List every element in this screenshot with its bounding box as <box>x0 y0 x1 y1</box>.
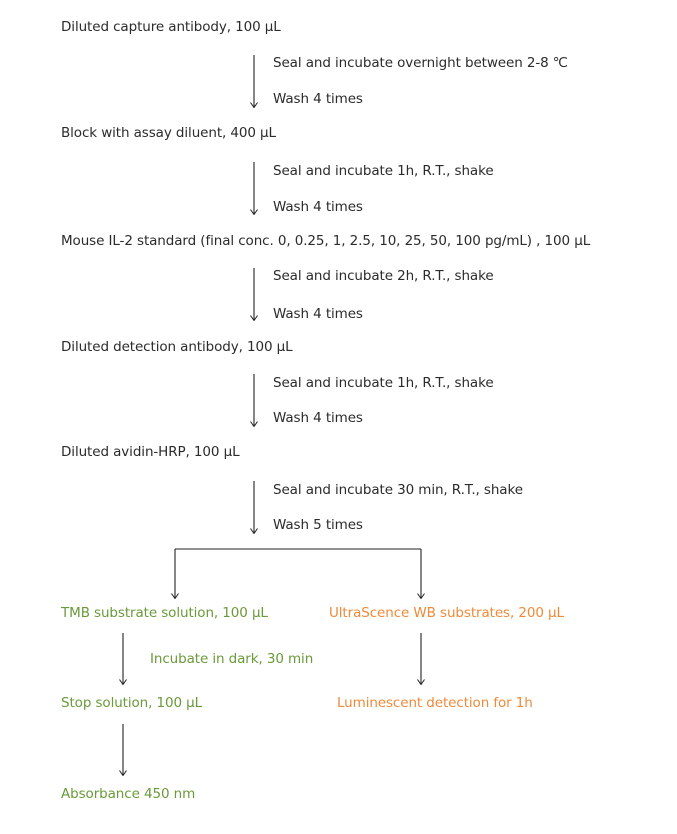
ultrascence-substrate-step: UltraScence WB substrates, 200 μL <box>329 605 564 621</box>
step-standard: Mouse IL-2 standard (final conc. 0, 0.25… <box>61 233 591 249</box>
wash-note-4: Wash 4 times <box>273 410 363 426</box>
wash-note-3: Wash 4 times <box>273 306 363 322</box>
incubate-note-3: Seal and incubate 2h, R.T., shake <box>273 268 494 284</box>
stop-solution-step: Stop solution, 100 μL <box>61 695 203 711</box>
step-detection-antibody: Diluted detection antibody, 100 μL <box>61 339 293 355</box>
wash-note-2: Wash 4 times <box>273 199 363 215</box>
incubate-note-2: Seal and incubate 1h, R.T., shake <box>273 163 494 179</box>
luminescent-readout: Luminescent detection for 1h <box>337 695 533 711</box>
step-capture-antibody: Diluted capture antibody, 100 μL <box>61 19 281 35</box>
tmb-substrate-step: TMB substrate solution, 100 μL <box>61 605 268 621</box>
step-block: Block with assay diluent, 400 μL <box>61 125 276 141</box>
incubate-note-5: Seal and incubate 30 min, R.T., shake <box>273 482 523 498</box>
incubate-note-1: Seal and incubate overnight between 2-8 … <box>273 55 568 71</box>
wash-note-1: Wash 4 times <box>273 91 363 107</box>
wash-note-5: Wash 5 times <box>273 517 363 533</box>
dark-incubation-note: Incubate in dark, 30 min <box>150 651 314 667</box>
incubate-note-4: Seal and incubate 1h, R.T., shake <box>273 375 494 391</box>
step-avidin-hrp: Diluted avidin-HRP, 100 μL <box>61 444 240 460</box>
absorbance-readout: Absorbance 450 nm <box>61 786 196 802</box>
